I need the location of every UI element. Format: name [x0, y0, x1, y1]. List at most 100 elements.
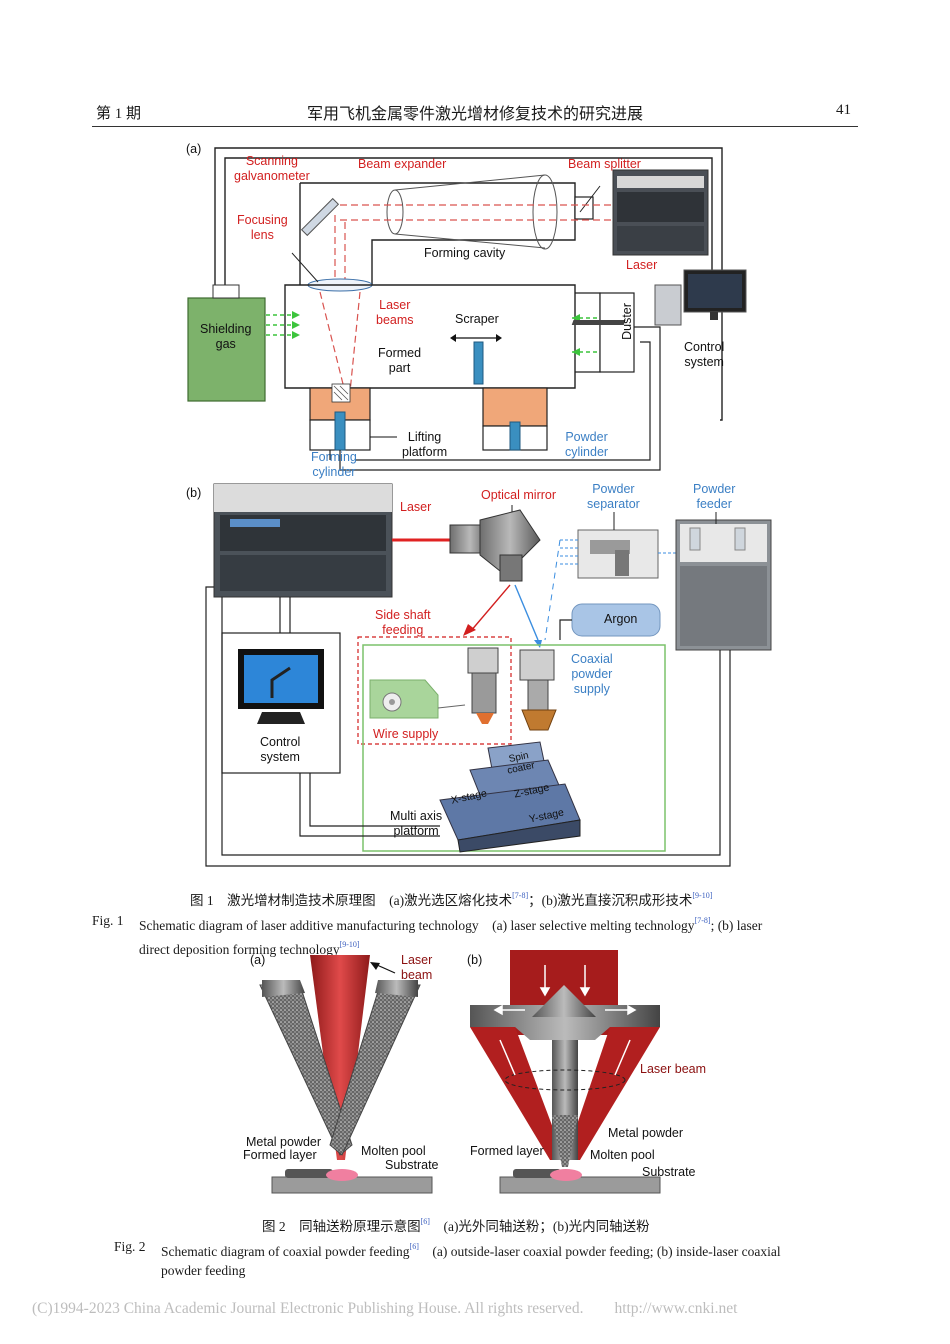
label-forming-cavity: Forming cavity — [424, 246, 506, 260]
label-optical-mirror: Optical mirror — [481, 488, 557, 502]
label-line: powder — [571, 667, 613, 681]
label-line: system — [260, 750, 300, 764]
label-line: Side shaft — [375, 608, 431, 622]
citation-ref: [6] — [409, 1242, 419, 1251]
fig1-drawing — [187, 147, 772, 867]
label-molten-pool-b: Molten pool — [590, 1148, 655, 1162]
label-beam-splitter: Beam splitter — [568, 157, 641, 171]
label-duster: Duster — [619, 303, 634, 340]
fig2-caption-en: Schematic diagram of coaxial powder feed… — [161, 1237, 861, 1280]
label-substrate-b: Substrate — [642, 1165, 696, 1179]
fig2-caption-cn: 图 2 同轴送粉原理示意图[6] (a)光外同轴送粉；(b)光内同轴送粉 — [262, 1212, 650, 1236]
label-line: Lifting — [407, 430, 442, 444]
citation-ref: [9-10] — [339, 940, 360, 949]
caption-text: Schematic diagram of laser additive manu… — [139, 918, 695, 933]
caption-text: 图 2 同轴送粉原理示意图 — [262, 1219, 421, 1234]
label-line: platform — [393, 824, 439, 838]
label-line: feeder — [696, 497, 732, 511]
label-line: platform — [402, 445, 448, 459]
caption-text: (a)光外同轴送粉；(b)光内同轴送粉 — [429, 1219, 650, 1234]
label-line: Scanning — [245, 154, 298, 168]
header-rule — [92, 126, 858, 127]
label-line: Control — [684, 340, 725, 354]
label-line: cylinder — [565, 445, 609, 459]
label-line: Powder — [693, 482, 736, 496]
label-substrate-a: Substrate — [385, 1158, 439, 1172]
label-metal-powder-a: Metal powder — [246, 1135, 322, 1149]
copyright-footer: (C)1994-2023 China Academic Journal Elec… — [32, 1300, 738, 1317]
citation-ref: [7-8] — [694, 916, 711, 925]
running-title: 军用飞机金属零件激光增材修复技术的研究进展 — [306, 106, 643, 123]
caption-text: 图 1 激光增材制造技术原理图 (a)激光选区熔化技术 — [190, 893, 513, 908]
label-line: Powder — [565, 430, 608, 444]
label-line: Shielding — [200, 322, 252, 336]
label-formed-layer-a: Formed layer — [243, 1148, 317, 1162]
label-laser-b: Laser — [400, 500, 432, 514]
label-line: Powder — [592, 482, 635, 496]
fig2-drawing — [259, 950, 661, 1194]
label-scraper: Scraper — [455, 312, 499, 326]
label-line: feeding — [382, 623, 424, 637]
label-line: gas — [215, 337, 236, 351]
label-laser-a: Laser — [626, 258, 658, 272]
label-formed-layer-b: Formed layer — [470, 1144, 544, 1158]
label-line: lens — [250, 228, 274, 242]
page-number: 41 — [836, 102, 851, 118]
label-line: part — [388, 361, 411, 375]
label-line: beams — [376, 313, 414, 327]
label-line: Coaxial — [571, 652, 613, 666]
label-line: Focusing — [237, 213, 288, 227]
fig2-caption-en-label: Fig. 2 — [114, 1239, 146, 1254]
fig1a-panel-label: (a) — [186, 142, 202, 156]
label-line: Formed — [378, 346, 422, 360]
caption-text: (a) outside-laser coaxial powder feeding… — [418, 1244, 781, 1259]
issue-number: 第 1 期 — [96, 106, 142, 122]
fig1-caption-cn: 图 1 激光增材制造技术原理图 (a)激光选区熔化技术[7-8]；(b)激光直接… — [190, 886, 712, 910]
fig2a-panel-label: (a) — [250, 953, 266, 967]
caption-text: powder feeding — [161, 1263, 246, 1278]
label-molten-pool-a: Molten pool — [361, 1144, 426, 1158]
citation-ref: [7-8] — [512, 891, 529, 900]
caption-text: ; (b) laser — [710, 918, 763, 933]
fig1-caption-en-label: Fig. 1 — [92, 913, 124, 928]
caption-text: direct deposition forming technology — [139, 942, 340, 957]
label-laser-beam-b: Laser beam — [640, 1062, 707, 1076]
fig1b-panel-label: (b) — [186, 486, 202, 500]
label-beam-expander: Beam expander — [358, 157, 447, 171]
caption-text: Schematic diagram of coaxial powder feed… — [161, 1244, 410, 1259]
caption-text: ；(b)激光直接沉积成形技术 — [528, 893, 693, 908]
label-line: Multi axis — [390, 809, 443, 823]
label-wire-supply: Wire supply — [373, 727, 439, 741]
label-line: Control — [260, 735, 301, 749]
citation-ref: [6] — [420, 1217, 430, 1226]
label-line: Laser — [379, 298, 411, 312]
label-line: galvanometer — [234, 169, 310, 183]
label-line: system — [684, 355, 724, 369]
label-line: Laser — [401, 953, 433, 967]
label-line: cylinder — [312, 465, 356, 479]
optical-mirror-photo — [449, 509, 541, 582]
label-argon: Argon — [604, 612, 638, 626]
fig2b-panel-label: (b) — [467, 953, 483, 967]
fig1-caption-en: Schematic diagram of laser additive manu… — [139, 911, 859, 959]
label-line: Forming — [311, 450, 357, 464]
label-line: separator — [587, 497, 640, 511]
citation-ref: [9-10] — [692, 891, 713, 900]
label-line: supply — [573, 682, 610, 696]
